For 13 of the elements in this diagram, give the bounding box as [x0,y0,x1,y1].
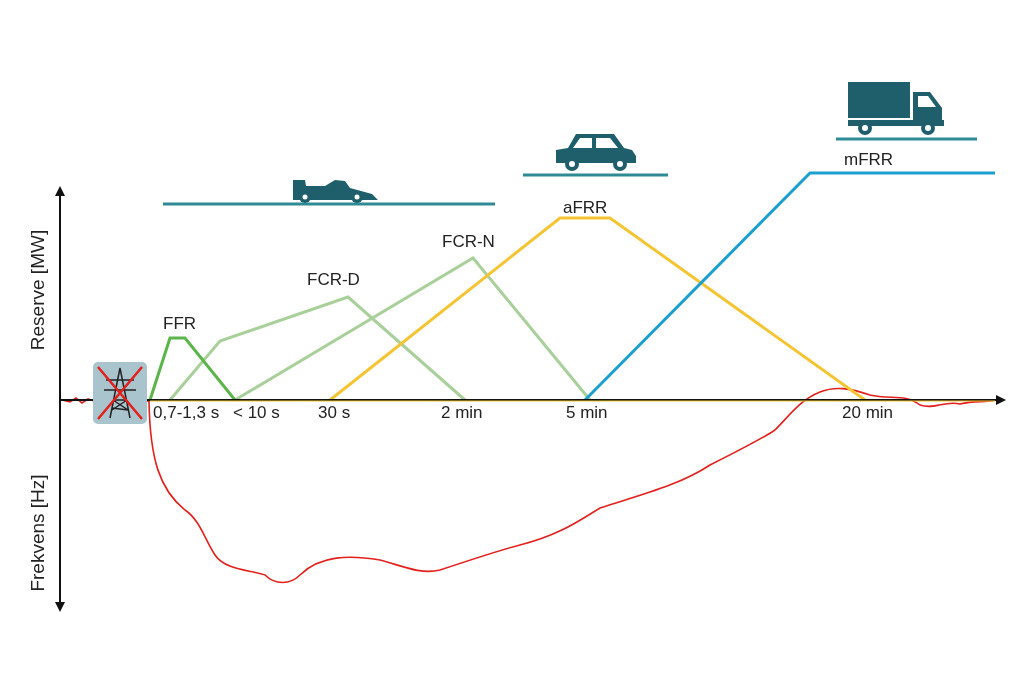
tick-label: 0,7-1,3 s [153,403,220,423]
tick-label: 5 min [566,403,608,423]
tick-label: 20 min [842,403,894,423]
series-label: FCR-N [442,232,495,252]
series-label: FCR-D [307,270,360,290]
tick-label: 30 s [318,403,351,423]
tick-label: < 10 s [233,403,280,423]
tick-label: 2 min [441,403,483,423]
series-label: mFRR [844,150,894,170]
axis-label: Frekvens [Hz] [28,474,48,592]
series-label: FFR [163,314,197,334]
series-label: aFRR [563,198,608,218]
axis-label: Reserve [MW] [28,229,48,351]
